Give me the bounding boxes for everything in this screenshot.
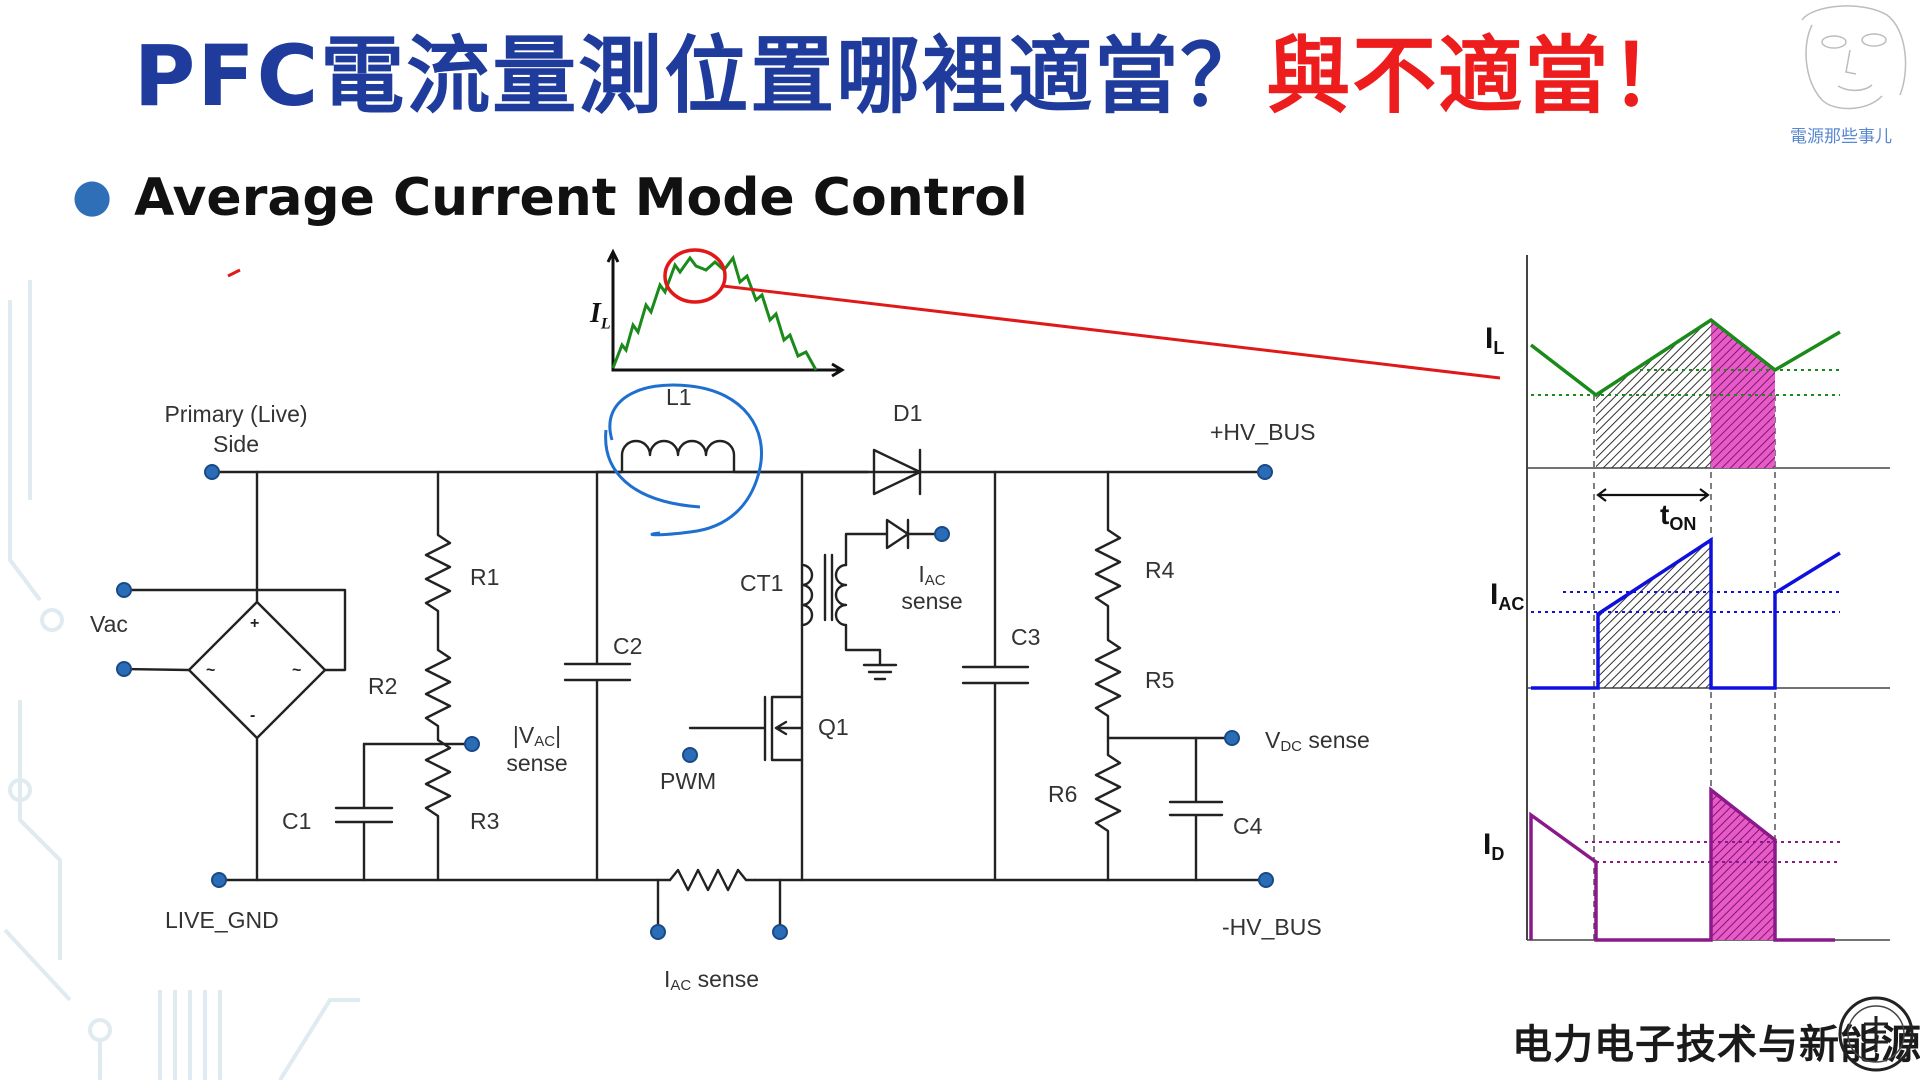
ripple-highlight-circle (663, 248, 727, 304)
terminal-vac-1 (116, 582, 132, 598)
label-c2: C2 (613, 633, 643, 659)
label-side: Side (212, 431, 260, 457)
svg-text:+: + (250, 615, 259, 632)
mini-chart-axis-label: IL (590, 298, 611, 333)
l1-highlight-sketch (608, 383, 763, 537)
title-emphasis: 與不適當！ (1266, 27, 1697, 125)
label-r5: R5 (1145, 667, 1175, 693)
waveform-label-id: ID (1483, 828, 1505, 865)
terminal-iac-ct (934, 526, 950, 542)
label-vac-sense: |VAC| (512, 722, 562, 750)
label-c3: C3 (1011, 624, 1041, 650)
channel-logo (1801, 5, 1907, 110)
label-r6: R6 (1048, 781, 1078, 807)
label-d1: D1 (893, 400, 923, 426)
bullet-item: ● Average Current Mode Control (72, 160, 1028, 233)
terminal-vdc-sense (1224, 730, 1240, 746)
terminal-iac-sense-2 (772, 924, 788, 940)
label-r1: R1 (470, 564, 500, 590)
label-hv-bus-neg: -HV_BUS (1222, 914, 1322, 940)
label-r3: R3 (470, 808, 500, 834)
label-c1: C1 (282, 808, 312, 834)
terminal-vac-sense (464, 736, 480, 752)
watermark-seal-icon (1838, 996, 1914, 1072)
label-q1: Q1 (818, 714, 849, 740)
label-primary: Primary (Live) (164, 401, 308, 427)
label-iac-ct-2: sense (901, 588, 963, 614)
label-r2: R2 (368, 673, 398, 699)
label-iac-ct: IAC (918, 561, 946, 589)
title-main: PFC電流量測位置哪裡適當？ (133, 27, 1267, 125)
label-vdc-sense: VDC sense (1265, 727, 1370, 755)
label-l1: L1 (666, 384, 692, 410)
label-vac-sense-2: sense (506, 750, 568, 776)
mosfet-q1 (688, 695, 804, 762)
logo-text: 電源那些事儿 (1790, 127, 1892, 147)
terminal-pwm (682, 747, 698, 763)
terminal-iac-sense-1 (650, 924, 666, 940)
label-c4: C4 (1233, 813, 1263, 839)
slide-title: PFC電流量測位置哪裡適當？與不適當！ (0, 26, 1830, 126)
terminal-primary (204, 464, 220, 480)
terminal-vac-2 (116, 661, 132, 677)
label-iac-sense-bottom: IAC sense (664, 966, 759, 994)
sense-resistor (668, 868, 757, 892)
svg-text:-: - (250, 707, 255, 724)
label-live-gnd: LIVE_GND (165, 907, 279, 933)
bullet-text: Average Current Mode Control (134, 168, 1028, 228)
svg-text:~: ~ (206, 662, 215, 679)
label-ct1: CT1 (740, 570, 784, 596)
label-vac: Vac (90, 611, 128, 637)
waveform-panel (1526, 255, 1890, 942)
svg-text:~: ~ (292, 662, 301, 679)
waveform-label-il: IL (1485, 322, 1505, 359)
terminal-live-gnd (211, 872, 227, 888)
diode-d1 (872, 448, 922, 496)
waveform-label-iac: IAC (1490, 578, 1525, 615)
mini-il-waveform (606, 248, 1501, 380)
label-hv-bus-pos: +HV_BUS (1210, 419, 1316, 445)
zoom-callout-line (722, 284, 1501, 380)
waveform-label-ton: tON (1660, 499, 1697, 535)
terminal-hv-bus-pos (1257, 464, 1273, 480)
inductor-l1 (595, 439, 870, 474)
label-r4: R4 (1145, 557, 1175, 583)
terminal-hv-bus-neg (1258, 872, 1274, 888)
bullet-dot-icon: ● (72, 168, 113, 222)
label-pwm: PWM (660, 768, 717, 794)
